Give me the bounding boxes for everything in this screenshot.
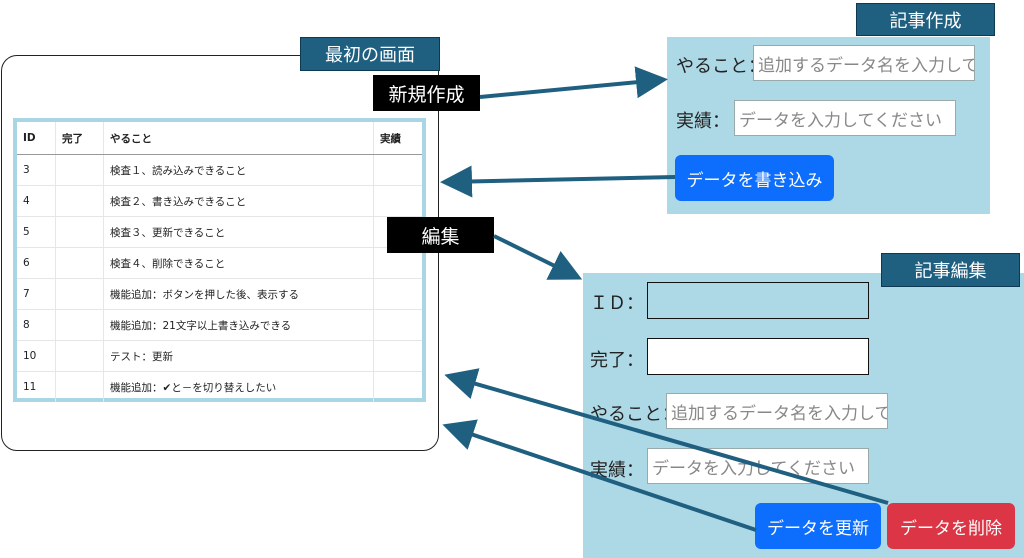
edit-result-label: 実績： — [590, 460, 644, 481]
cell-done[interactable] — [55, 340, 104, 372]
edit-result-input[interactable]: データを入力してください — [647, 448, 869, 484]
edit-task-label: やること： — [590, 404, 680, 425]
cell-task[interactable]: 検査１、読み込みできること — [103, 154, 374, 186]
header-result: 実績 — [373, 122, 422, 155]
table-row[interactable]: 3 検査１、読み込みできること — [17, 154, 422, 186]
cell-result — [373, 278, 422, 310]
cell-id: 11 — [17, 371, 56, 402]
cell-done[interactable] — [55, 216, 104, 248]
update-data-button[interactable]: データを更新 — [755, 503, 881, 549]
cell-done[interactable] — [55, 154, 104, 186]
cell-result — [373, 340, 422, 372]
cell-task[interactable]: 機能追加：✔と－を切り替えしたい — [103, 371, 374, 402]
cell-done[interactable] — [55, 371, 104, 402]
cell-task[interactable]: 検査３、更新できること — [103, 216, 374, 248]
create-result-label: 実績： — [676, 111, 730, 132]
cell-id: 4 — [17, 185, 56, 217]
create-form-title: 記事作成 — [856, 3, 995, 36]
arrow-delete-to-main — [444, 368, 889, 505]
cell-task[interactable]: 機能追加：ボタンを押した後、表示する — [103, 278, 374, 310]
header-done: 完了 — [55, 122, 104, 155]
table-row[interactable]: 8 機能追加：21文字以上書き込みできる — [17, 309, 422, 341]
create-result-input[interactable]: データを入力してください — [734, 100, 956, 136]
arrow-edit-to-form — [493, 234, 583, 280]
header-id: ID — [17, 122, 56, 155]
new-create-label: 新規作成 — [373, 75, 480, 111]
arrow-write-to-main — [440, 165, 676, 198]
cell-id: 7 — [17, 278, 56, 310]
main-screen-title: 最初の画面 — [300, 37, 440, 71]
todo-table: ID 完了 やること 実績 3 検査１、読み込みできること 4 検査２、書き込み… — [17, 122, 422, 402]
cell-id: 6 — [17, 247, 56, 279]
edit-task-input[interactable]: 追加するデータ名を入力して — [666, 393, 888, 429]
table-row[interactable]: 6 検査４、削除できること — [17, 247, 422, 279]
table-row[interactable]: 11 機能追加：✔と－を切り替えしたい — [17, 371, 422, 402]
create-task-input[interactable]: 追加するデータ名を入力して — [753, 45, 975, 81]
cell-done[interactable] — [55, 278, 104, 310]
cell-done[interactable] — [55, 309, 104, 341]
cell-id: 10 — [17, 340, 56, 372]
delete-data-button[interactable]: データを削除 — [887, 503, 1015, 549]
cell-done[interactable] — [55, 185, 104, 217]
edit-label: 編集 — [387, 217, 494, 253]
create-task-label: やること： — [676, 56, 766, 77]
cell-result — [373, 154, 422, 186]
todo-table-container: ID 完了 やること 実績 3 検査１、読み込みできること 4 検査２、書き込み… — [13, 118, 426, 402]
arrow-update-to-main — [442, 419, 757, 532]
edit-form-title: 記事編集 — [881, 253, 1020, 287]
cell-id: 5 — [17, 216, 56, 248]
table-header-row: ID 完了 やること 実績 — [17, 122, 422, 155]
cell-task[interactable]: 検査４、削除できること — [103, 247, 374, 279]
write-data-button[interactable]: データを書き込み — [675, 155, 834, 201]
edit-id-label: ＩＤ： — [590, 293, 644, 314]
edit-id-field[interactable] — [647, 282, 869, 319]
header-task: やること — [103, 122, 374, 155]
cell-result — [373, 309, 422, 341]
edit-done-label: 完了： — [590, 350, 644, 371]
table-row[interactable]: 10 テスト：更新 — [17, 340, 422, 372]
cell-id: 8 — [17, 309, 56, 341]
table-row[interactable]: 7 機能追加：ボタンを押した後、表示する — [17, 278, 422, 310]
arrow-new-create-to-form — [479, 66, 668, 99]
cell-done[interactable] — [55, 247, 104, 279]
cell-task[interactable]: 機能追加：21文字以上書き込みできる — [103, 309, 374, 341]
cell-id: 3 — [17, 154, 56, 186]
cell-task[interactable]: 検査２、書き込みできること — [103, 185, 374, 217]
table-row[interactable]: 4 検査２、書き込みできること — [17, 185, 422, 217]
cell-task[interactable]: テスト：更新 — [103, 340, 374, 372]
cell-result — [373, 185, 422, 217]
edit-done-field[interactable] — [647, 338, 869, 375]
